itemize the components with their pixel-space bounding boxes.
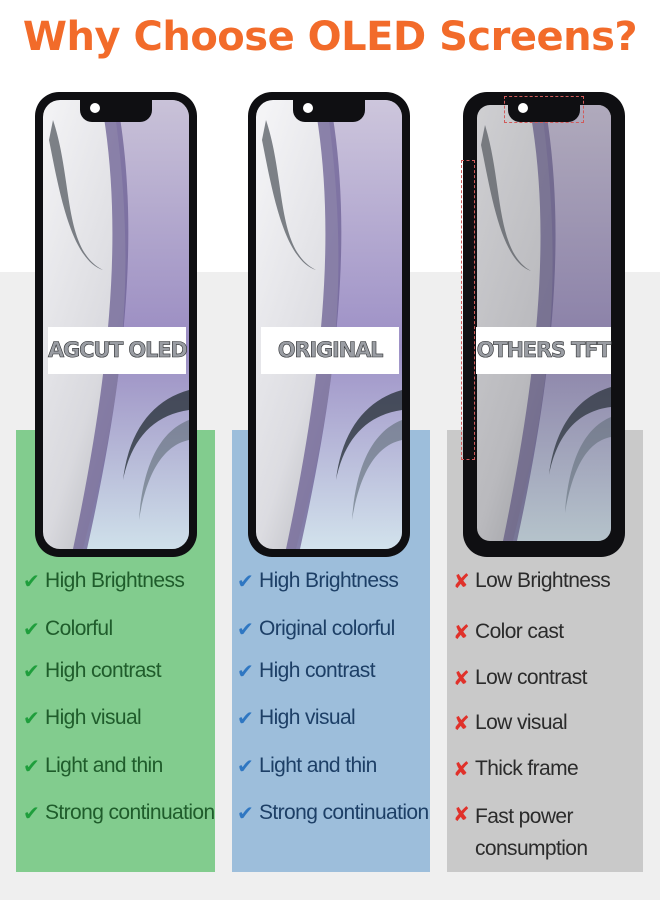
- cross-icon: ✘: [453, 802, 470, 826]
- check-icon: ✔: [23, 754, 40, 778]
- label-others-tft: OTHERS TFT: [476, 327, 612, 374]
- feature-item: ✘Low visual: [453, 711, 568, 735]
- feature-item: ✔High Brightness: [237, 569, 399, 593]
- phone-notch: [508, 98, 580, 122]
- check-icon: ✔: [237, 754, 254, 778]
- feature-item: ✔Light and thin: [23, 754, 163, 778]
- phone-agcut-oled: [35, 92, 197, 557]
- front-camera-icon: [90, 103, 100, 113]
- label-agcut-oled: AGCUT OLED: [48, 327, 188, 374]
- check-icon: ✔: [237, 659, 254, 683]
- feature-item: ✔Light and thin: [237, 754, 377, 778]
- check-icon: ✔: [23, 617, 40, 641]
- check-icon: ✔: [23, 569, 40, 593]
- phone-others-tft: [463, 92, 625, 557]
- cross-icon: ✘: [453, 666, 470, 690]
- phone-screen-image: [477, 105, 611, 541]
- cross-icon: ✘: [453, 569, 470, 593]
- check-icon: ✔: [237, 801, 254, 825]
- feature-item: ✔High visual: [237, 706, 356, 730]
- feature-item: ✘Color cast: [453, 620, 564, 644]
- feature-item: ✔Strong continuation: [23, 801, 215, 825]
- feature-item: ✔Strong continuation: [237, 801, 429, 825]
- phone-notch: [293, 98, 365, 122]
- feature-item: ✔High Brightness: [23, 569, 185, 593]
- thick-frame-marker-side: [461, 160, 475, 460]
- feature-item: ✔Original colorful: [237, 617, 395, 641]
- feature-item: ✘Fast power consumption: [453, 802, 588, 860]
- front-camera-icon: [518, 103, 528, 113]
- feature-item: ✔High contrast: [23, 659, 162, 683]
- page-title: Why Choose OLED Screens?: [22, 14, 638, 60]
- check-icon: ✔: [237, 706, 254, 730]
- front-camera-icon: [303, 103, 313, 113]
- feature-item: ✔High contrast: [237, 659, 376, 683]
- cross-icon: ✘: [453, 757, 470, 781]
- check-icon: ✔: [23, 659, 40, 683]
- phone-screen-image: [43, 100, 189, 549]
- check-icon: ✔: [23, 801, 40, 825]
- feature-item: ✘Thick frame: [453, 757, 579, 781]
- phone-screen-image: [256, 100, 402, 549]
- phone-notch: [80, 98, 152, 122]
- cross-icon: ✘: [453, 620, 470, 644]
- check-icon: ✔: [23, 706, 40, 730]
- cross-icon: ✘: [453, 711, 470, 735]
- check-icon: ✔: [237, 569, 254, 593]
- feature-item: ✔High visual: [23, 706, 142, 730]
- phone-original: [248, 92, 410, 557]
- label-original: ORIGINAL: [261, 327, 399, 374]
- feature-item: ✘Low Brightness: [453, 569, 611, 593]
- feature-item: ✘Low contrast: [453, 666, 587, 690]
- feature-item: ✔Colorful: [23, 617, 113, 641]
- check-icon: ✔: [237, 617, 254, 641]
- thick-frame-marker-top: [504, 96, 584, 123]
